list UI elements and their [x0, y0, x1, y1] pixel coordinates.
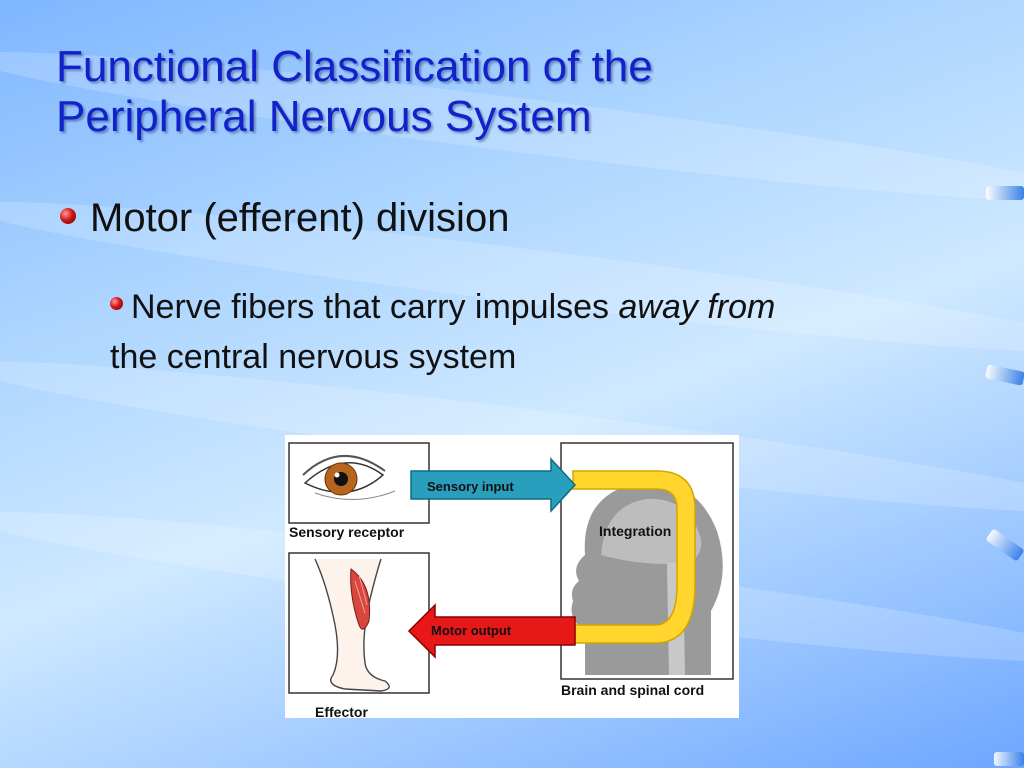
title-line-2: Peripheral Nervous System: [56, 92, 592, 141]
eye-icon: [302, 455, 396, 500]
sensory-input-label: Sensory input: [427, 479, 514, 494]
sensory-receptor-label: Sensory receptor: [289, 524, 405, 540]
bullet-level-1: Motor (efferent) division: [60, 196, 509, 241]
effector-label: Effector: [315, 704, 368, 718]
bullet-level-2: Nerve fibers that carry impulses away fr…: [110, 282, 970, 382]
bullet-ball-icon: [110, 296, 123, 310]
edge-tab-decoration: [994, 752, 1024, 766]
integration-loop: [572, 470, 696, 644]
motor-output-arrow: [407, 603, 576, 659]
motor-output-label: Motor output: [431, 623, 512, 638]
leg-muscle-icon: [314, 558, 390, 692]
edge-tab-decoration: [986, 186, 1024, 200]
bullet-ball-icon: [60, 208, 76, 225]
edge-tab-decoration: [984, 364, 1024, 386]
integration-label: Integration: [599, 523, 671, 539]
bullet-2-emphasis: away from: [618, 288, 776, 326]
edge-tab-decoration: [985, 528, 1024, 562]
nervous-system-diagram: Sensory receptor Effector Integration Br…: [285, 435, 739, 720]
title-line-1: Functional Classification of the: [56, 42, 653, 91]
slide-title: Functional Classification of the Periphe…: [56, 42, 956, 142]
brain-spinal-label: Brain and spinal cord: [561, 682, 704, 698]
bullet-2-text-end: the central nervous system: [110, 338, 517, 376]
sensory-input-arrow: [410, 457, 577, 513]
bullet-1-text: Motor (efferent) division: [90, 196, 510, 240]
head-silhouette-icon: [571, 482, 723, 675]
bullet-2-text-start: Nerve fibers that carry impulses: [131, 288, 619, 326]
